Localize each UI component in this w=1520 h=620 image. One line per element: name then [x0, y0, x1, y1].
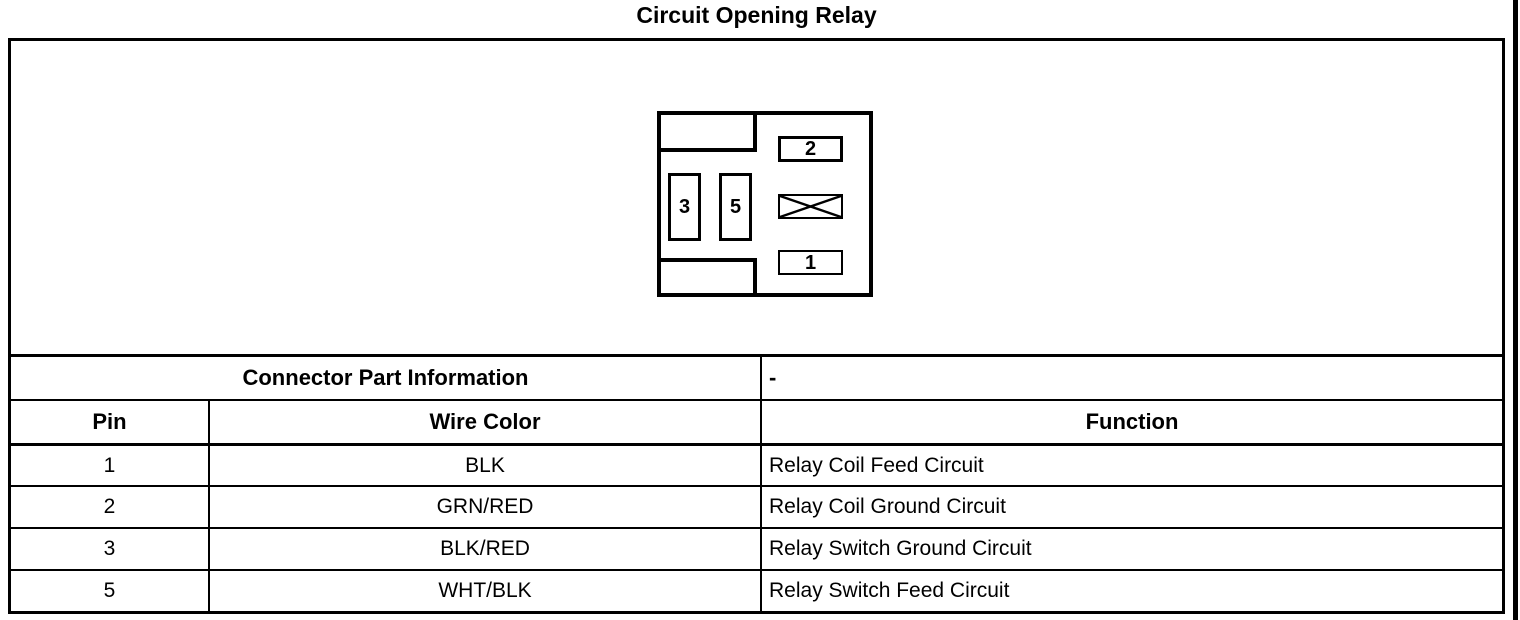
- table-row: 2 GRN/RED Relay Coil Ground Circuit: [11, 485, 1502, 527]
- page-title: Circuit Opening Relay: [636, 2, 877, 28]
- part-info-label: Connector Part Information: [11, 357, 762, 399]
- col-header-wire-color: Wire Color: [210, 401, 762, 443]
- connector-notch-top-left: [661, 115, 757, 152]
- cell-function: Relay Switch Feed Circuit: [769, 579, 1010, 602]
- cavity-pin-2: 2: [778, 136, 843, 162]
- table-row: 5 WHT/BLK Relay Switch Feed Circuit: [11, 569, 1502, 611]
- connector-notch-bottom-left: [661, 258, 757, 293]
- table-row: 3 BLK/RED Relay Switch Ground Circuit: [11, 527, 1502, 569]
- page-right-border: [1513, 0, 1518, 620]
- cell-pin: 2: [11, 487, 210, 527]
- connector-outline: 3 5 2 1: [657, 111, 873, 297]
- cell-wire-color: BLK/RED: [210, 529, 762, 569]
- cell-wire-color: BLK: [210, 446, 762, 485]
- table-header-row: Pin Wire Color Function: [11, 399, 1502, 443]
- cavity-pin-1: 1: [778, 250, 843, 275]
- col-header-function: Function: [1085, 409, 1179, 434]
- cavity-pin-3: 3: [668, 173, 701, 241]
- cell-function: Relay Switch Ground Circuit: [769, 537, 1032, 560]
- table-row: 1 BLK Relay Coil Feed Circuit: [11, 443, 1502, 485]
- part-info-value: -: [769, 365, 777, 390]
- cell-pin: 5: [11, 571, 210, 611]
- cell-function: Relay Coil Feed Circuit: [769, 453, 984, 477]
- cell-wire-color: GRN/RED: [210, 487, 762, 527]
- col-header-pin: Pin: [11, 401, 210, 443]
- connector-pinout-table: Connector Part Information - Pin Wire Co…: [8, 354, 1505, 614]
- cell-pin: 3: [11, 529, 210, 569]
- x-cross-icon: [780, 196, 841, 217]
- connector-diagram-panel: 3 5 2 1: [8, 38, 1505, 354]
- cavity-pin-5: 5: [719, 173, 752, 241]
- cell-function: Relay Coil Ground Circuit: [769, 495, 1006, 518]
- cell-wire-color: WHT/BLK: [210, 571, 762, 611]
- cavity-blocked: [778, 194, 843, 219]
- part-info-row: Connector Part Information -: [11, 357, 1502, 399]
- cell-pin: 1: [11, 446, 210, 485]
